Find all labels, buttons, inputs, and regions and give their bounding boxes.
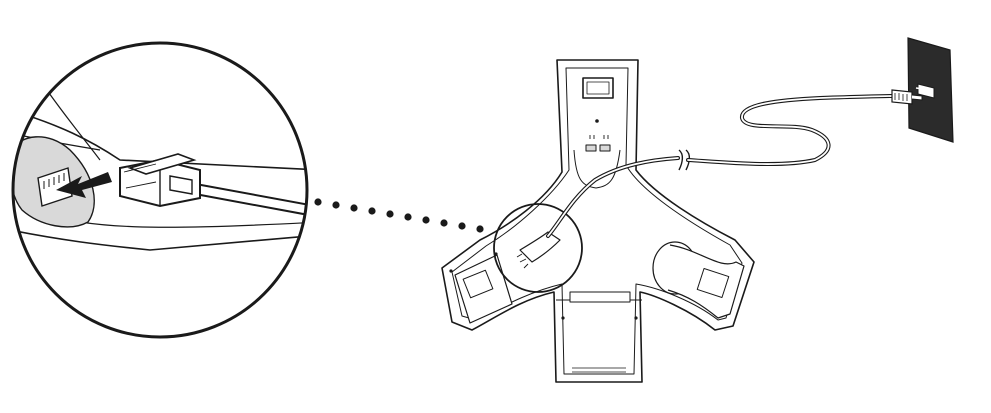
plug-latch-tab: [127, 153, 197, 175]
callout-leader-dots: [314, 198, 484, 233]
conference-phone: [441, 59, 755, 383]
insert-arrow-icon: [56, 172, 112, 198]
right-display-window: [696, 268, 730, 298]
wall-jack: [891, 37, 954, 143]
wall-jack-socket: [917, 83, 935, 99]
phone-right-arm: [652, 241, 745, 319]
line-cord: [546, 94, 896, 238]
left-display-window: [462, 269, 494, 299]
phone-body-inner-edge: [451, 67, 743, 375]
magnified-jack-callout: [11, 41, 309, 339]
port-left-icon: [585, 144, 597, 152]
detail-marker-circle: [493, 203, 583, 293]
phone-bottom-arm: [556, 291, 642, 373]
bottom-display-window: [569, 291, 631, 303]
port-right-icon: [599, 144, 611, 152]
phone-body-outline: [441, 59, 755, 383]
plug-in-phone-jack: [519, 231, 561, 263]
phone-top-arm: [441, 59, 755, 383]
phone-left-arm: [449, 252, 513, 324]
top-led: [595, 119, 599, 123]
top-display-window: [582, 77, 614, 99]
callout-circle: [11, 41, 309, 339]
